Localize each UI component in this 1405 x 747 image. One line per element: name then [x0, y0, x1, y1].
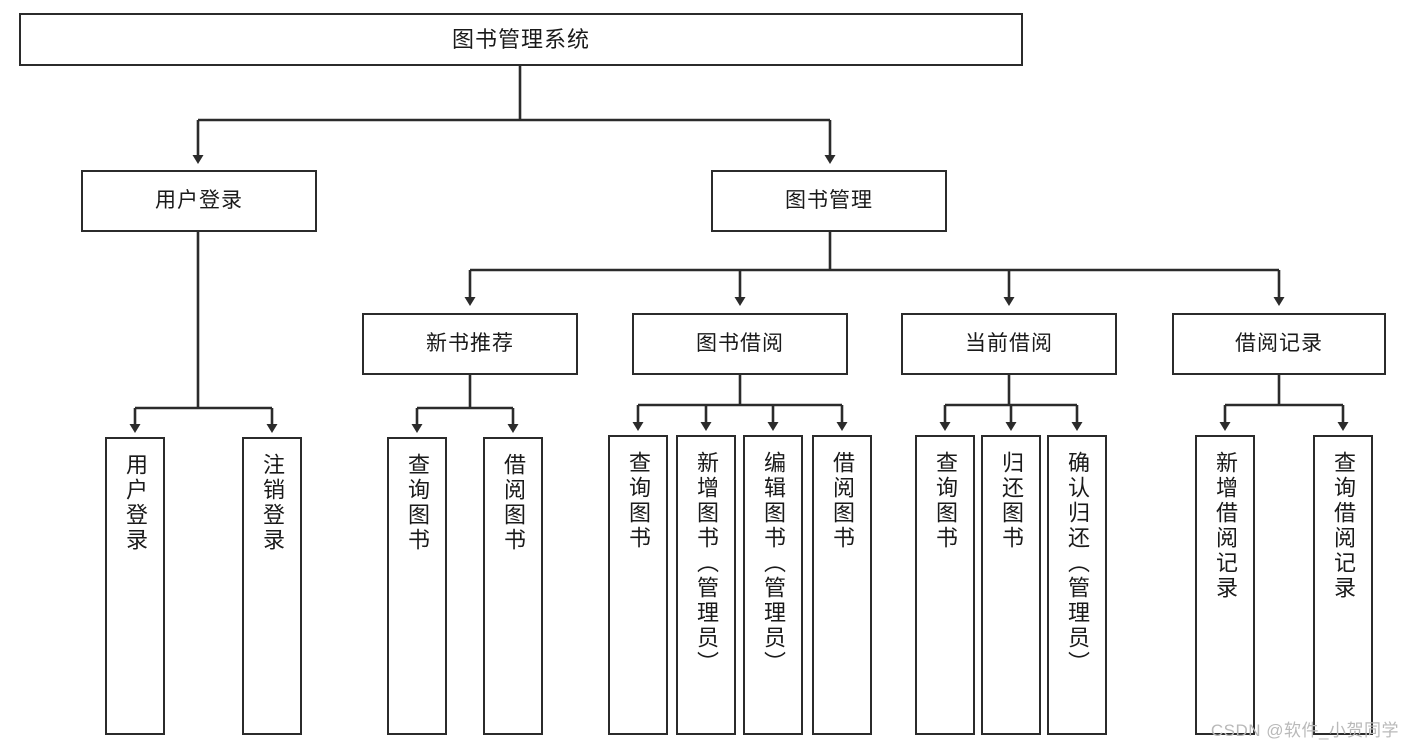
leaf-book-borrow-borrow-book[interactable]: 借阅图书 [812, 435, 872, 735]
node-current-borrow[interactable]: 当前借阅 [901, 313, 1117, 375]
leaf-book-borrow-add-book-admin[interactable]: 新增图书（管理员） [676, 435, 736, 735]
node-label: 图书借阅 [696, 331, 784, 355]
node-label: 查询借阅记录 [1331, 451, 1356, 601]
node-borrow-record[interactable]: 借阅记录 [1172, 313, 1386, 375]
node-new-book-recommend[interactable]: 新书推荐 [362, 313, 578, 375]
leaf-current-borrow-return-book[interactable]: 归还图书 [981, 435, 1041, 735]
node-book-management[interactable]: 图书管理 [711, 170, 947, 232]
leaf-book-borrow-query-book[interactable]: 查询图书 [608, 435, 668, 735]
leaf-borrow-record-query-record[interactable]: 查询借阅记录 [1313, 435, 1373, 735]
node-label: 查询图书 [933, 451, 958, 551]
node-label: 新增图书（管理员） [694, 451, 719, 676]
node-label: 用户登录 [155, 188, 243, 212]
node-label: 当前借阅 [965, 331, 1053, 355]
node-label: 确认归还（管理员） [1065, 451, 1090, 676]
leaf-new-book-borrow-book[interactable]: 借阅图书 [483, 437, 543, 735]
node-label: 新书推荐 [426, 331, 514, 355]
node-label: 归还图书 [999, 451, 1024, 551]
node-label: 借阅图书 [501, 453, 526, 553]
node-label: 新增借阅记录 [1213, 451, 1238, 601]
node-label: 图书管理 [785, 188, 873, 212]
leaf-book-borrow-edit-book-admin[interactable]: 编辑图书（管理员） [743, 435, 803, 735]
node-label: 图书管理系统 [451, 26, 590, 52]
node-label: 查询图书 [626, 451, 651, 551]
node-label: 用户登录 [123, 453, 148, 553]
node-book-borrow[interactable]: 图书借阅 [632, 313, 848, 375]
node-label: 借阅图书 [830, 451, 855, 551]
node-label: 查询图书 [405, 453, 430, 553]
leaf-user-login-logout[interactable]: 注销登录 [242, 437, 302, 735]
leaf-current-borrow-query-book[interactable]: 查询图书 [915, 435, 975, 735]
leaf-current-borrow-confirm-return-admin[interactable]: 确认归还（管理员） [1047, 435, 1107, 735]
node-user-login[interactable]: 用户登录 [81, 170, 317, 232]
node-root-book-management-system[interactable]: 图书管理系统 [19, 13, 1023, 66]
leaf-borrow-record-add-record[interactable]: 新增借阅记录 [1195, 435, 1255, 735]
node-label: 编辑图书（管理员） [761, 451, 786, 676]
node-label: 注销登录 [260, 453, 285, 553]
leaf-new-book-query-book[interactable]: 查询图书 [387, 437, 447, 735]
node-label: 借阅记录 [1235, 331, 1323, 355]
csdn-watermark: CSDN @软件_小贺同学 [1210, 721, 1399, 740]
leaf-user-login-login[interactable]: 用户登录 [105, 437, 165, 735]
